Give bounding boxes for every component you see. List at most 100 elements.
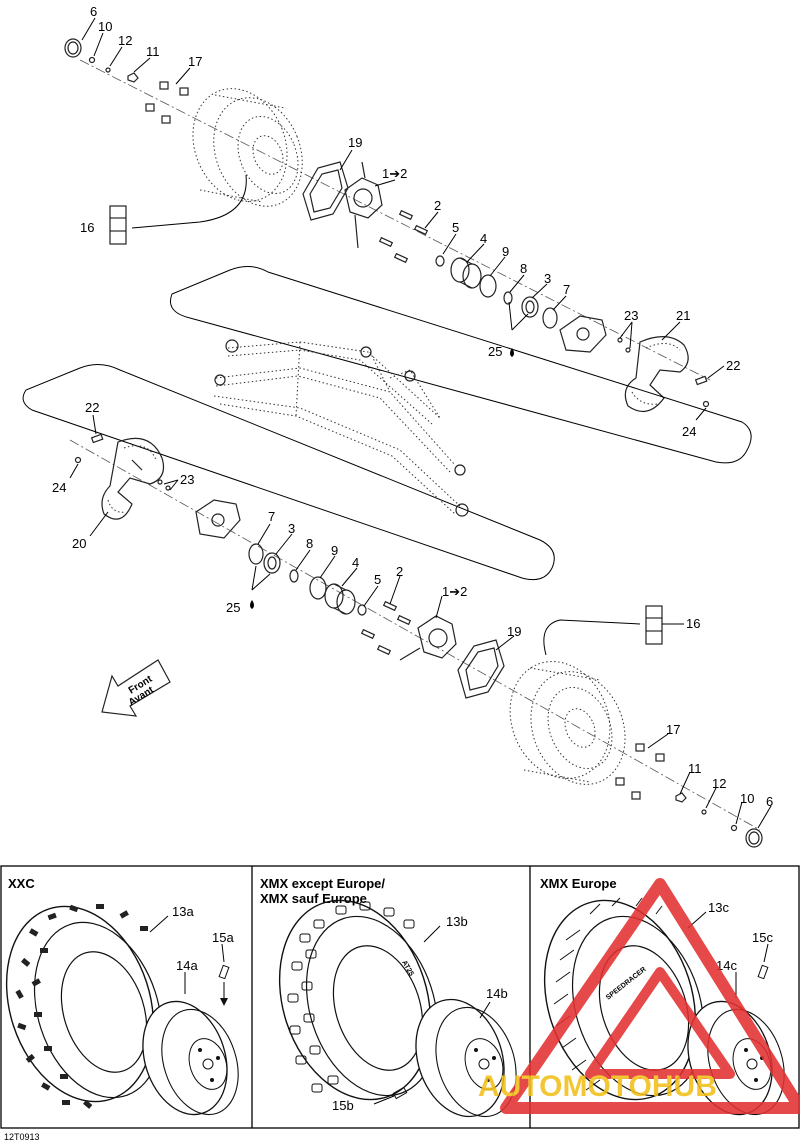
callout-b2: 2 bbox=[396, 564, 403, 579]
top-rim bbox=[192, 88, 303, 207]
spacer-part bbox=[435, 255, 445, 267]
callout-b9: 9 bbox=[331, 543, 338, 558]
variant-title-a: XXC bbox=[8, 876, 35, 891]
callout-t1-2: 1➔2 bbox=[382, 166, 407, 181]
bolt-part bbox=[88, 56, 96, 64]
rim-callout-c: 14c bbox=[716, 958, 737, 973]
callout-t4: 4 bbox=[480, 231, 487, 246]
callout-b20: 20 bbox=[72, 536, 86, 551]
valve-stem-a bbox=[218, 964, 230, 1006]
leader-lines bbox=[69, 17, 772, 829]
nut-part bbox=[127, 72, 139, 83]
grease-drop-icon bbox=[510, 348, 514, 357]
panel-xxc: XXC bbox=[5, 876, 239, 1116]
callout-t2: 2 bbox=[434, 198, 441, 213]
watermark-text: AUTOMOTOHUB bbox=[478, 1070, 717, 1103]
callout-t11: 11 bbox=[146, 44, 160, 59]
callout-t21: 21 bbox=[676, 308, 690, 323]
tire-brand-b: AT25 bbox=[400, 960, 414, 978]
callout-b12: 12 bbox=[712, 776, 726, 791]
callout-labels-top: 6 10 12 11 17 19 1➔2 16 2 5 4 9 8 3 7 23… bbox=[80, 4, 740, 439]
variant-title-b2: XMX sauf Europe bbox=[260, 891, 367, 906]
bottom-wheel-assembly bbox=[69, 433, 763, 848]
callout-b17: 17 bbox=[666, 722, 680, 737]
callout-b6: 6 bbox=[766, 794, 773, 809]
tire-b: AT25 bbox=[278, 899, 439, 1101]
knuckle-bolts bbox=[378, 209, 429, 264]
seal-part bbox=[64, 38, 82, 58]
rim-callout-b: 14b bbox=[486, 986, 508, 1001]
valve-callout-a: 15a bbox=[212, 930, 234, 945]
tire-callout-b: 13b bbox=[446, 914, 468, 929]
callout-b23: 23 bbox=[180, 472, 194, 487]
callout-t24: 24 bbox=[682, 424, 696, 439]
suspension-outline bbox=[22, 266, 752, 581]
callout-b1-2: 1➔2 bbox=[442, 584, 467, 599]
callout-b5: 5 bbox=[374, 572, 381, 587]
callout-b8: 8 bbox=[306, 536, 313, 551]
valve-stem-c bbox=[757, 964, 769, 980]
seal-ring-part bbox=[521, 296, 539, 318]
callout-t19: 19 bbox=[348, 135, 362, 150]
variant-title-c: XMX Europe bbox=[540, 876, 617, 891]
valve-callout-b: 15b bbox=[332, 1098, 354, 1113]
tire-callout-a: 13a bbox=[172, 904, 194, 919]
lug-nuts bbox=[145, 81, 189, 124]
callout-b4: 4 bbox=[352, 555, 359, 570]
rim-b bbox=[415, 998, 517, 1118]
callout-t9: 9 bbox=[502, 244, 509, 259]
callout-b22: 22 bbox=[85, 400, 99, 415]
gasket-part bbox=[302, 161, 349, 221]
top-wheel-assembly bbox=[64, 38, 711, 413]
brake-disc-part bbox=[624, 336, 689, 413]
knuckle-bolts-bottom bbox=[360, 600, 412, 656]
callout-t8: 8 bbox=[520, 261, 527, 276]
callout-b25: 25 bbox=[226, 600, 240, 615]
callout-t3: 3 bbox=[544, 271, 551, 286]
bearing-part bbox=[450, 257, 482, 289]
variant-panels: XXC bbox=[0, 865, 800, 1129]
diagram-id: 12T0913 bbox=[4, 1132, 40, 1142]
callout-t17: 17 bbox=[188, 54, 202, 69]
bottom-rim bbox=[509, 661, 626, 785]
front-direction-arrow: Front Avant bbox=[101, 659, 171, 717]
callout-b16: 16 bbox=[686, 616, 700, 631]
valve-callout-c: 15c bbox=[752, 930, 773, 945]
callout-b3: 3 bbox=[288, 521, 295, 536]
tire-callout-c: 13c bbox=[708, 900, 729, 915]
wheel-weight-part bbox=[109, 205, 127, 245]
rim-a bbox=[142, 1000, 239, 1116]
bottom-hub-bracket bbox=[195, 499, 241, 539]
callout-b10: 10 bbox=[740, 791, 754, 806]
callout-t22: 22 bbox=[726, 358, 740, 373]
callout-t16: 16 bbox=[80, 220, 94, 235]
bearing-part-bottom bbox=[324, 583, 356, 615]
ring-part bbox=[479, 274, 497, 298]
brake-disc-part-bottom bbox=[101, 437, 165, 520]
callout-t23: 23 bbox=[624, 308, 638, 323]
callout-b7: 7 bbox=[268, 509, 275, 524]
callout-labels-bottom: 22 24 23 20 7 3 8 9 4 5 2 1➔2 25 16 19 1… bbox=[52, 400, 773, 809]
bottom-knuckle bbox=[399, 615, 457, 661]
top-knuckle bbox=[344, 161, 383, 249]
callout-t25: 25 bbox=[488, 344, 502, 359]
panel-xmx-except-europe: XMX except Europe/ XMX sauf Europe AT25 bbox=[260, 876, 517, 1118]
grease-drop-icon-bottom bbox=[250, 600, 254, 609]
callout-t6: 6 bbox=[90, 4, 97, 19]
callout-t12: 12 bbox=[118, 33, 132, 48]
variant-title-b: XMX except Europe/ bbox=[260, 876, 385, 891]
wheel-weight-part-bottom bbox=[645, 605, 663, 645]
watermark-logo: AUTOMOTOHUB bbox=[478, 878, 800, 1114]
callout-b19: 19 bbox=[507, 624, 521, 639]
callout-t10: 10 bbox=[98, 19, 112, 34]
valve-stem-b bbox=[392, 1086, 408, 1100]
lug-nuts-bottom bbox=[615, 743, 665, 800]
callout-t7: 7 bbox=[563, 282, 570, 297]
callout-b24: 24 bbox=[52, 480, 66, 495]
callout-t5: 5 bbox=[452, 220, 459, 235]
callout-b11: 11 bbox=[688, 761, 702, 776]
tire-a bbox=[5, 904, 163, 1109]
clip-part bbox=[694, 375, 708, 386]
washer-part bbox=[105, 67, 111, 73]
